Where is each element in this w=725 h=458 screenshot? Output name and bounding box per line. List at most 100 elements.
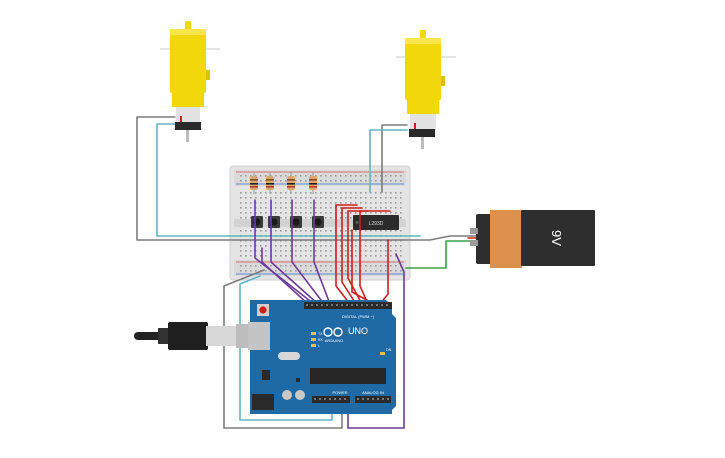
breadboard-hole (305, 202, 307, 204)
breadboard-hole (350, 240, 352, 242)
breadboard-hole (395, 197, 397, 199)
breadboard-hole (350, 212, 352, 214)
power-header-label: POWER (332, 390, 347, 395)
breadboard-hole (365, 212, 367, 214)
header-pin (357, 398, 359, 400)
breadboard-hole (385, 230, 387, 232)
breadboard-hole (345, 245, 347, 247)
breadboard-hole (355, 270, 357, 272)
breadboard-hole (285, 217, 287, 219)
breadboard-hole (400, 175, 402, 177)
breadboard-hole (365, 250, 367, 252)
breadboard-hole (265, 270, 267, 272)
breadboard-hole (345, 230, 347, 232)
breadboard-hole (250, 230, 252, 232)
tx-label: TX (318, 332, 323, 336)
breadboard-hole (350, 265, 352, 267)
breadboard-hole (260, 230, 262, 232)
breadboard-hole (240, 240, 242, 242)
breadboard-hole (240, 217, 242, 219)
breadboard-hole (280, 202, 282, 204)
pushbutton[interactable] (312, 216, 324, 228)
breadboard-hole (290, 202, 292, 204)
breadboard-hole (355, 265, 357, 267)
breadboard-hole (340, 245, 342, 247)
header-pin (344, 398, 346, 400)
breadboard-hole (400, 270, 402, 272)
breadboard-hole (265, 197, 267, 199)
arduino-uno-board[interactable]: DIGITAL (PWM ~) UNO ARDUINO TX RX L ON P… (248, 300, 396, 414)
digital-header-label: DIGITAL (PWM ~) (342, 314, 375, 319)
wire-teal (156, 123, 421, 237)
resistor (266, 172, 274, 194)
breadboard-hole (275, 270, 277, 272)
wires-purple[interactable] (254, 199, 405, 429)
breadboard-hole (340, 175, 342, 177)
breadboard-hole (245, 180, 247, 182)
breadboard-hole (315, 245, 317, 247)
breadboard-hole (300, 197, 302, 199)
breadboard-hole (300, 255, 302, 257)
breadboard-hole (305, 245, 307, 247)
breadboard-hole (390, 250, 392, 252)
header-pin (381, 304, 383, 306)
pushbutton[interactable] (268, 216, 280, 228)
breadboard-hole (380, 240, 382, 242)
pushbutton[interactable] (290, 216, 302, 228)
breadboard-hole (280, 197, 282, 199)
breadboard-hole (310, 192, 312, 194)
breadboard-hole (375, 230, 377, 232)
breadboard-hole (270, 175, 272, 177)
breadboard-hole (285, 175, 287, 177)
breadboard-hole (320, 175, 322, 177)
breadboard-hole (250, 255, 252, 257)
motor-driver-chip[interactable]: L293D (353, 215, 399, 230)
breadboard-hole (370, 192, 372, 194)
breadboard-hole (330, 240, 332, 242)
breadboard-hole (295, 192, 297, 194)
wire-green (405, 240, 479, 269)
breadboard-hole (395, 180, 397, 182)
breadboard-hole (275, 192, 277, 194)
breadboard-hole (350, 250, 352, 252)
breadboard-hole (275, 250, 277, 252)
breadboard-hole (355, 197, 357, 199)
breadboard-hole (295, 202, 297, 204)
breadboard-hole (400, 212, 402, 214)
breadboard-hole (400, 217, 402, 219)
header-pin (366, 304, 368, 306)
breadboard-hole (355, 192, 357, 194)
breadboard-hole (340, 250, 342, 252)
pushbutton[interactable] (251, 216, 263, 228)
breadboard-hole (250, 240, 252, 242)
breadboard-hole (365, 207, 367, 209)
breadboard-hole (375, 175, 377, 177)
breadboard-hole (315, 207, 317, 209)
breadboard-hole (320, 270, 322, 272)
breadboard-hole (265, 217, 267, 219)
breadboard-hole (275, 240, 277, 242)
breadboard-hole (380, 230, 382, 232)
breadboard-hole (370, 245, 372, 247)
breadboard-hole (400, 197, 402, 199)
resistors (250, 172, 317, 194)
breadboard-hole (245, 217, 247, 219)
dc-motor-left[interactable] (160, 21, 220, 142)
wires-red[interactable] (335, 204, 391, 305)
breadboard-hole (330, 250, 332, 252)
dc-motor-right[interactable] (396, 30, 456, 149)
breadboard-hole (280, 175, 282, 177)
breadboard-hole (280, 207, 282, 209)
breadboard-hole (395, 192, 397, 194)
breadboard-hole (375, 245, 377, 247)
breadboard-hole (240, 255, 242, 257)
breadboard-hole (290, 240, 292, 242)
resistor (250, 172, 258, 194)
breadboard-hole (275, 212, 277, 214)
header-pin (314, 398, 316, 400)
on-label: ON (386, 348, 392, 352)
battery-9v[interactable]: 9V (470, 210, 595, 268)
breadboard-hole (355, 230, 357, 232)
breadboard-hole (305, 250, 307, 252)
